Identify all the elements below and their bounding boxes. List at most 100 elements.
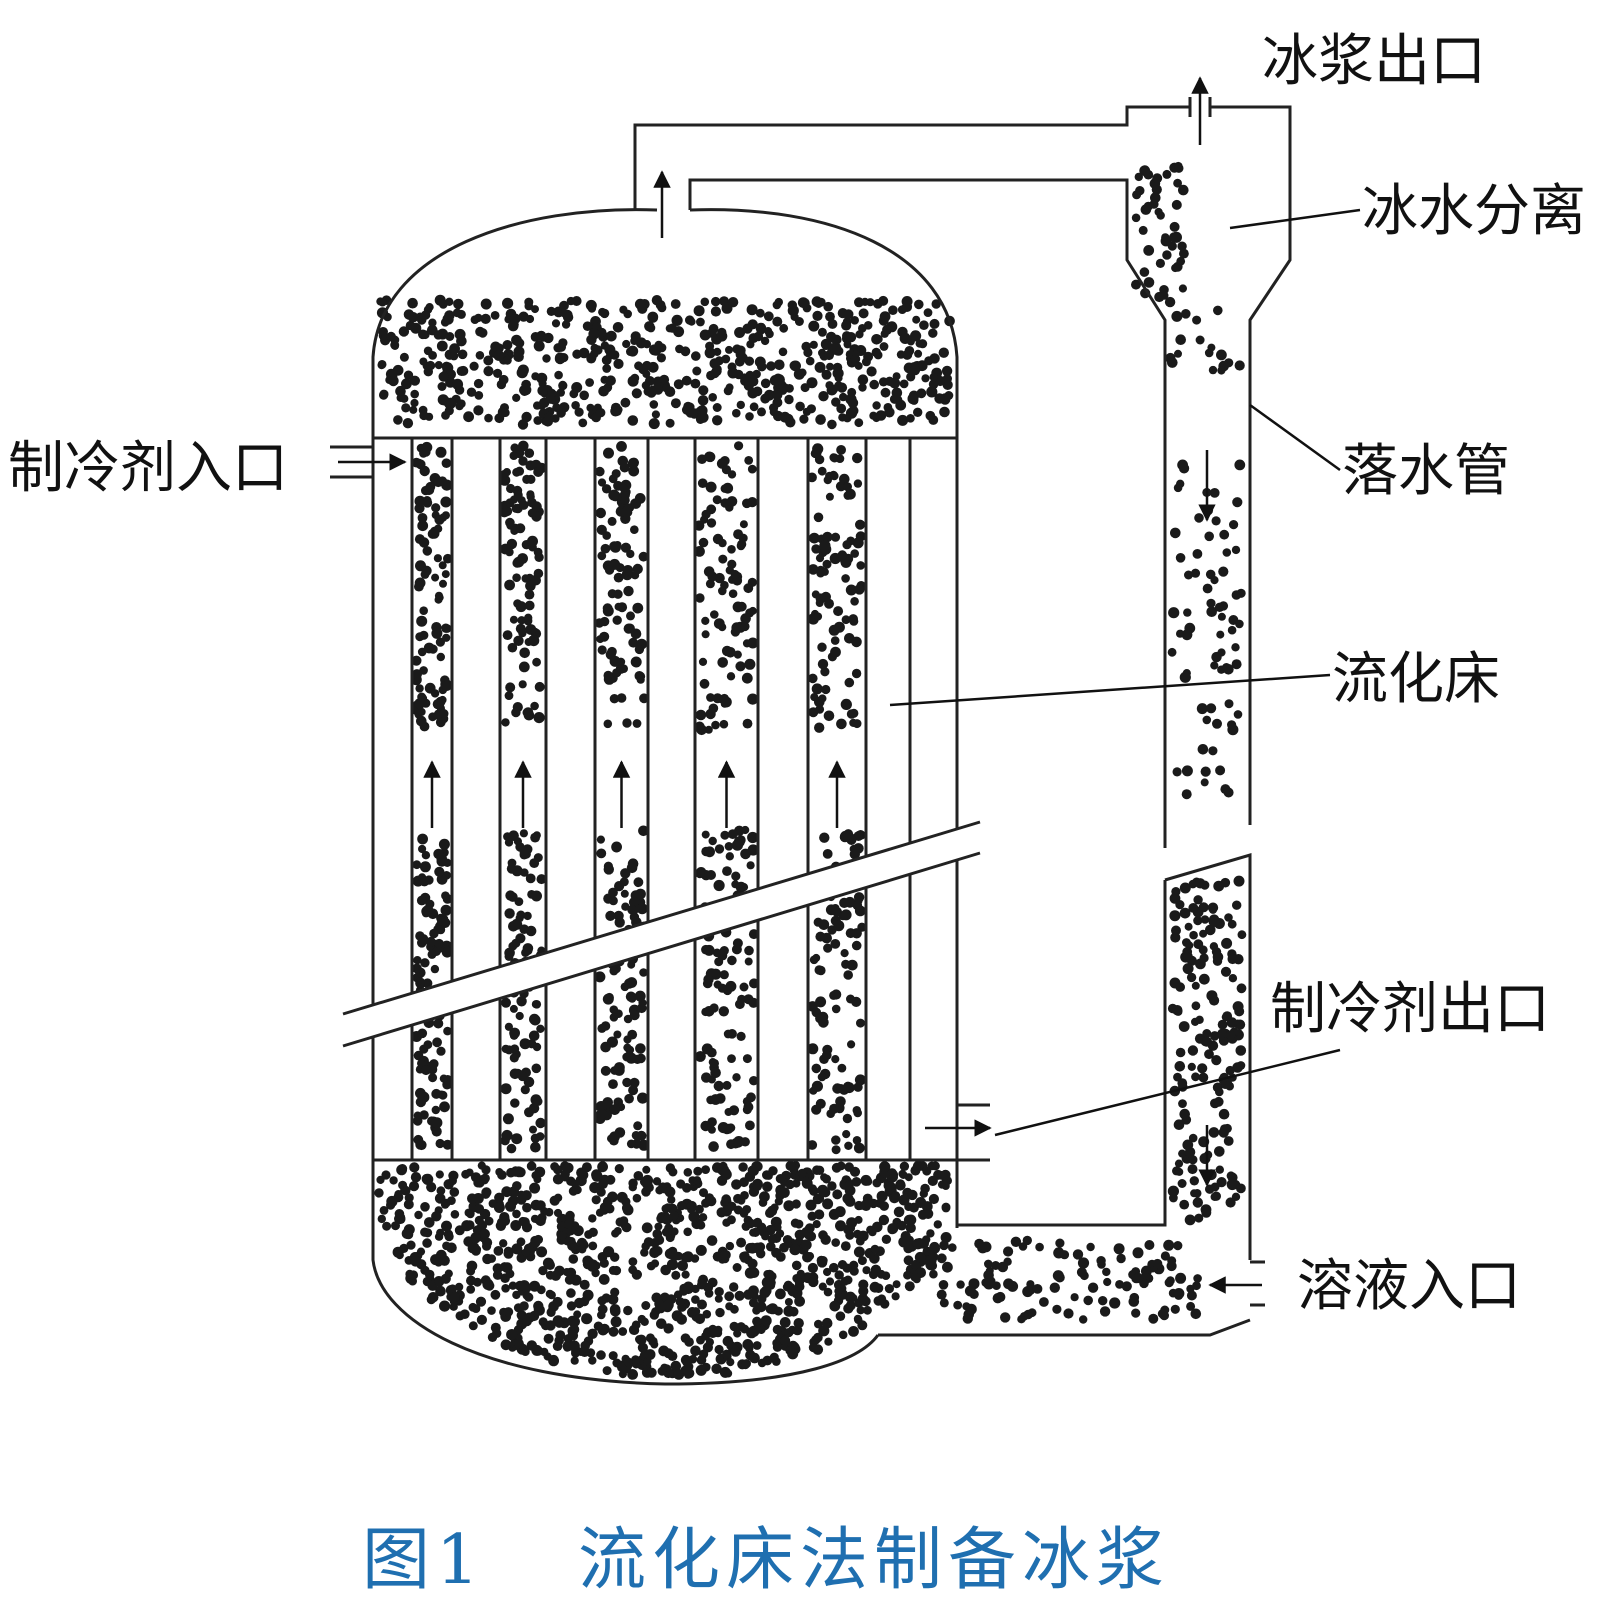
- ice-particle: [1171, 310, 1183, 322]
- ice-particle: [772, 316, 783, 327]
- ice-particle: [515, 601, 527, 613]
- ice-particle: [466, 1260, 478, 1272]
- ice-particle: [641, 381, 651, 390]
- ice-particle: [449, 351, 459, 361]
- ice-particle: [442, 1241, 451, 1251]
- ice-particle: [681, 375, 692, 386]
- ice-particle: [422, 498, 433, 508]
- ice-particle: [727, 545, 736, 554]
- ice-particle: [739, 982, 749, 992]
- ice-particle: [767, 1234, 777, 1244]
- ice-particle: [684, 1337, 694, 1347]
- ice-particle: [466, 1275, 476, 1286]
- ice-particle: [811, 296, 823, 307]
- ice-particle: [1192, 315, 1202, 325]
- ice-particle: [899, 1161, 910, 1172]
- ice-particle: [791, 1199, 801, 1209]
- ice-particle: [872, 1178, 882, 1188]
- ice-particle: [617, 1362, 627, 1373]
- ice-particle: [930, 1243, 941, 1254]
- ice-particle: [534, 552, 544, 562]
- ice-particle: [656, 1318, 667, 1329]
- ice-particle: [842, 1113, 853, 1124]
- ice-particle: [722, 1349, 732, 1359]
- ice-particle: [400, 394, 409, 403]
- ice-particle: [869, 379, 879, 390]
- ice-particle: [474, 391, 484, 400]
- ice-particle: [536, 1285, 546, 1295]
- ice-particle: [852, 1136, 862, 1145]
- ice-particle: [748, 929, 759, 940]
- ice-particle: [481, 1189, 491, 1199]
- ice-particle: [421, 851, 431, 860]
- ice-particle: [753, 1217, 763, 1227]
- refrigerant-jacket: [371, 436, 414, 1162]
- ice-particle: [690, 378, 701, 389]
- ice-particle: [446, 397, 456, 407]
- ice-particle: [853, 1108, 862, 1118]
- ice-particle: [448, 1176, 458, 1186]
- ice-particle: [792, 1325, 803, 1336]
- ice-particle: [526, 474, 536, 484]
- ice-particle: [474, 313, 483, 323]
- ice-particle: [948, 1243, 957, 1252]
- ice-particle: [831, 1055, 840, 1064]
- ice-particle: [502, 1113, 514, 1125]
- ice-particle: [603, 861, 614, 871]
- ice-particle: [610, 1316, 622, 1328]
- ice-particle: [823, 943, 833, 953]
- ice-particle: [1169, 977, 1181, 989]
- ice-particle: [549, 1195, 560, 1206]
- ice-particle: [726, 1215, 736, 1225]
- ice-particle: [670, 1360, 682, 1372]
- ice-particle: [434, 1277, 443, 1286]
- ice-particle: [1193, 916, 1203, 926]
- ice-particle: [517, 616, 526, 625]
- ice-particle: [827, 319, 838, 329]
- ice-particle: [482, 1237, 493, 1248]
- ice-particle: [1129, 1292, 1140, 1303]
- ice-particle: [673, 1369, 685, 1380]
- ice-particle: [835, 1220, 846, 1232]
- ice-particle: [482, 1253, 493, 1265]
- ice-particle: [691, 1295, 700, 1304]
- ice-particle: [694, 546, 705, 557]
- ice-particle: [775, 1174, 786, 1184]
- ice-particle: [540, 1347, 549, 1357]
- ice-particle: [725, 852, 734, 861]
- ice-particle: [555, 1319, 564, 1328]
- ice-particle: [1179, 882, 1191, 894]
- ice-particle: [879, 342, 889, 351]
- ice-particle: [455, 402, 464, 411]
- ice-particle: [760, 336, 770, 346]
- ice-particle: [1175, 1047, 1186, 1058]
- ice-particle: [402, 418, 414, 429]
- ice-particle: [873, 299, 883, 309]
- ice-particle: [597, 327, 607, 337]
- ice-particle: [631, 1131, 641, 1140]
- ice-particle: [852, 452, 863, 464]
- ice-particle: [510, 526, 519, 536]
- ice-particle: [585, 299, 597, 311]
- ice-particle: [870, 1244, 880, 1254]
- ice-particle: [533, 340, 545, 352]
- ice-particle: [851, 928, 862, 939]
- ice-particle: [794, 1219, 804, 1229]
- ice-particle: [616, 441, 627, 452]
- ice-particle: [756, 1242, 766, 1252]
- ice-particle: [425, 303, 434, 312]
- ice-particle: [595, 507, 606, 519]
- ice-particle: [908, 1202, 919, 1213]
- ice-particle: [697, 1279, 707, 1290]
- ice-particle: [1109, 1297, 1121, 1309]
- ice-particle: [1216, 630, 1225, 639]
- ice-particle: [1169, 232, 1180, 243]
- ice-particle: [905, 1235, 914, 1245]
- ice-particle: [854, 1074, 866, 1086]
- ice-particle: [749, 1228, 758, 1237]
- ice-particle: [620, 889, 629, 898]
- ice-particle: [533, 1304, 545, 1316]
- ice-particle: [1231, 590, 1242, 600]
- ice-particle: [1211, 516, 1221, 526]
- label-slurry-outlet: 冰浆出口: [1262, 29, 1486, 94]
